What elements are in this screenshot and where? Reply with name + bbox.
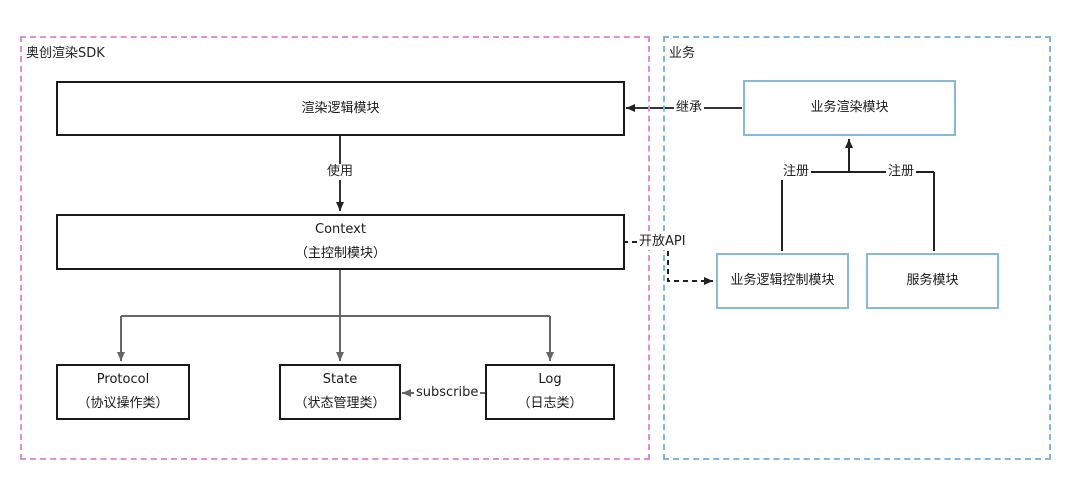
context-sublabel: （主控制模块） xyxy=(294,246,386,261)
protocol-label: Protocol xyxy=(96,372,150,387)
service-node: 服务模块 xyxy=(866,253,999,309)
service-label: 服务模块 xyxy=(906,273,959,288)
edge-open-api-label: 开放API xyxy=(637,234,688,250)
render-logic-node: 渲染逻辑模块 xyxy=(56,81,625,136)
log-node: Log （日志类） xyxy=(485,364,615,420)
log-sublabel: （日志类） xyxy=(517,396,583,411)
log-label: Log xyxy=(538,372,562,387)
biz-render-label: 业务渲染模块 xyxy=(810,100,889,115)
state-sublabel: （状态管理类） xyxy=(294,396,386,411)
biz-logic-ctrl-node: 业务逻辑控制模块 xyxy=(716,253,849,309)
biz-logic-ctrl-label: 业务逻辑控制模块 xyxy=(730,273,835,288)
edge-context-children xyxy=(117,269,554,361)
context-node: Context （主控制模块） xyxy=(56,214,625,270)
protocol-sublabel: （协议操作类） xyxy=(77,396,169,411)
context-label: Context xyxy=(315,222,366,237)
edge-inherit-label: 继承 xyxy=(674,100,705,116)
state-label: State xyxy=(322,372,358,387)
business-group-title: 业务 xyxy=(669,46,696,61)
render-logic-label: 渲染逻辑模块 xyxy=(301,100,380,116)
edge-subscribe-label: subscribe xyxy=(414,385,481,401)
protocol-node: Protocol （协议操作类） xyxy=(56,364,190,420)
sdk-group-title: 奥创渲染SDK xyxy=(26,46,105,61)
edge-register-left-label: 注册 xyxy=(781,164,812,180)
edge-register-right-label: 注册 xyxy=(886,164,917,180)
edge-use-label: 使用 xyxy=(325,164,356,180)
state-node: State （状态管理类） xyxy=(279,364,401,420)
biz-render-node: 业务渲染模块 xyxy=(743,80,956,136)
